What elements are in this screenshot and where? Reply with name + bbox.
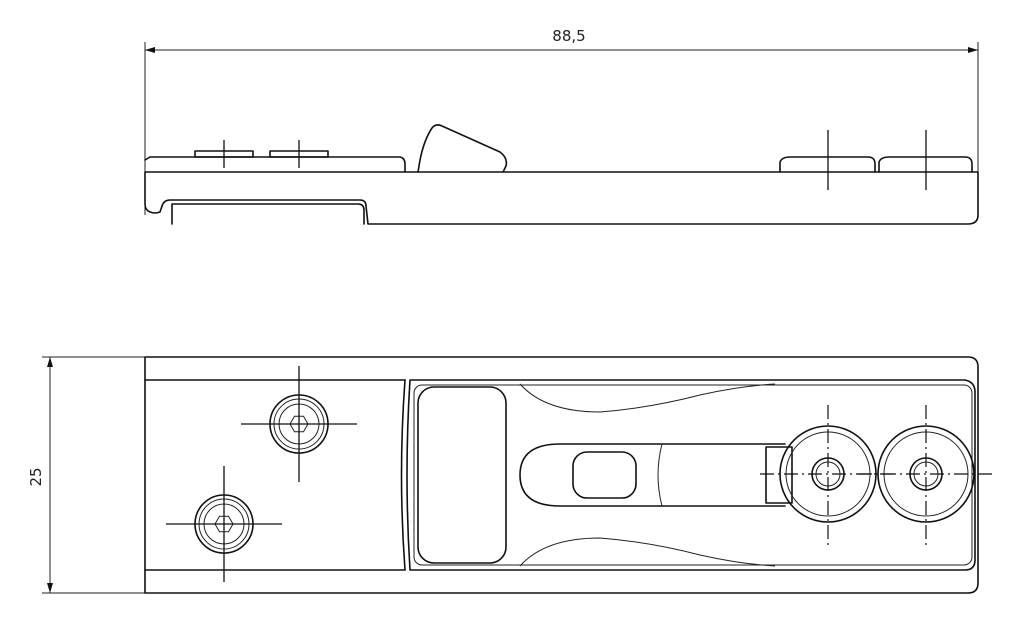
side-view: 88,5 [144, 27, 979, 225]
length-label: 88,5 [552, 27, 585, 45]
side-body-outline [144, 171, 979, 225]
side-right-pad-1 [779, 156, 876, 173]
plan-view: 25 [27, 356, 996, 594]
width-label: 25 [27, 467, 45, 486]
lever-slot [519, 443, 786, 507]
side-right-pad-2 [878, 156, 973, 173]
lever-contour [519, 383, 776, 567]
side-left-plate [144, 156, 406, 173]
plan-body-outline [144, 356, 979, 594]
lever-carrier [406, 379, 976, 571]
screw-1 [241, 366, 357, 482]
grip-pad [417, 386, 507, 564]
length-dimension: 88,5 [144, 27, 979, 215]
lever-block [765, 446, 793, 504]
width-dimension: 25 [27, 356, 145, 594]
side-lever-bump [417, 124, 508, 173]
boss-2 [858, 405, 996, 545]
side-clip [171, 203, 365, 225]
screw-2 [166, 466, 282, 582]
lever-slot-window [572, 451, 637, 499]
